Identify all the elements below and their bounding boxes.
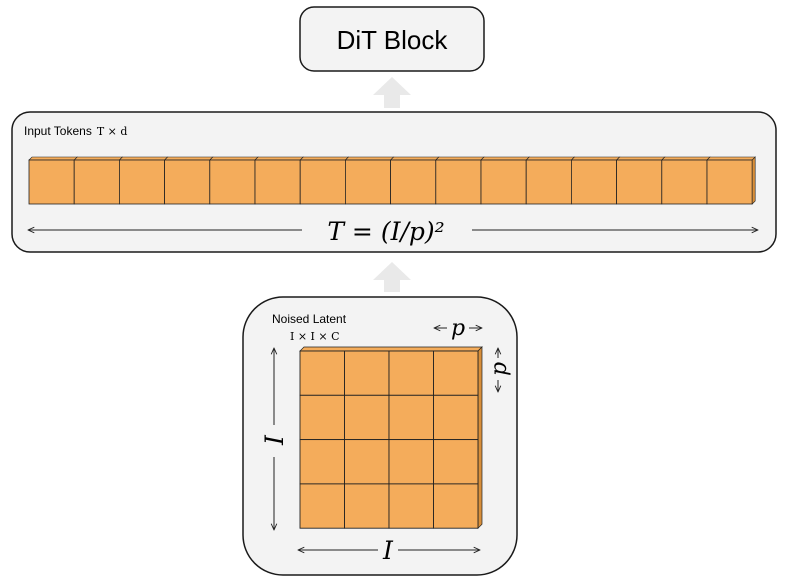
token-row [28, 156, 756, 205]
latent-grid [299, 346, 483, 530]
tokens-panel-label: Input Tokens [24, 124, 92, 138]
token-top-face [525, 156, 576, 161]
token-top-face [209, 156, 259, 161]
tokens-panel-title: Input Tokens T × d [24, 124, 127, 138]
tokens-panel-dims: T × d [97, 125, 128, 138]
latent-patch [388, 483, 434, 529]
token-patch [571, 159, 618, 205]
token-top-face [706, 156, 756, 161]
token-top-face [615, 156, 666, 161]
token-patch [435, 159, 482, 205]
token-patch [73, 159, 120, 205]
dit-block-label: DiT Block [337, 25, 449, 55]
token-top-face [73, 156, 124, 161]
token-patch [390, 159, 437, 205]
token-patch [119, 159, 166, 205]
latent-patch [433, 439, 479, 485]
latent-patch [299, 483, 345, 529]
latent-side-face [477, 346, 483, 530]
latent-patch [433, 483, 479, 529]
latent-panel-label: Noised Latent [272, 312, 347, 326]
flow-arrow-up-top [373, 77, 411, 108]
latent-patch [388, 439, 434, 485]
token-patch [299, 159, 346, 205]
token-patch [616, 159, 663, 205]
token-top-face [661, 156, 711, 161]
token-patch [706, 159, 753, 205]
latent-patch [388, 350, 434, 396]
dit-block-box [299, 6, 485, 72]
latent-patch [433, 350, 479, 396]
token-patch [661, 159, 708, 205]
token-top-face [118, 156, 169, 161]
latent-patch [299, 439, 345, 485]
latent-panel: Noised Latent I × I × C p p I I [242, 296, 518, 576]
token-top-face [254, 156, 304, 161]
token-top-face [28, 156, 78, 161]
token-patch [209, 159, 256, 205]
tokens-panel: Input Tokens T × d T = (I/p)² [11, 111, 777, 253]
latent-patch [433, 394, 479, 441]
latent-height-label: I [260, 434, 289, 446]
token-top-face [570, 156, 621, 161]
token-top-face [344, 156, 395, 161]
latent-patch [299, 350, 345, 396]
latent-patch [344, 394, 390, 441]
token-patch [344, 159, 391, 205]
latent-patch [388, 394, 434, 441]
latent-patch [344, 350, 390, 396]
token-row-side-face [751, 156, 756, 205]
token-top-face [299, 156, 350, 161]
token-patch [164, 159, 211, 205]
token-top-face [435, 156, 485, 161]
token-top-face [163, 156, 214, 161]
token-patch [525, 159, 572, 205]
token-patch [254, 159, 301, 205]
latent-patch [344, 483, 390, 529]
patch-label-right: p [487, 362, 512, 376]
tokens-length-formula: T = (I/p)² [327, 217, 444, 246]
token-patch [28, 159, 75, 205]
dit-block: DiT Block [299, 6, 485, 72]
token-top-face [389, 156, 440, 161]
token-patch [480, 159, 527, 205]
flow-arrow-up-bottom [373, 262, 411, 292]
latent-panel-dims: I × I × C [290, 330, 340, 343]
latent-patch [344, 439, 390, 485]
latent-width-label: I [382, 536, 394, 565]
patch-label-top: p [451, 316, 465, 341]
latent-top-face [299, 346, 483, 352]
latent-patch [299, 394, 345, 441]
token-top-face [480, 156, 530, 161]
